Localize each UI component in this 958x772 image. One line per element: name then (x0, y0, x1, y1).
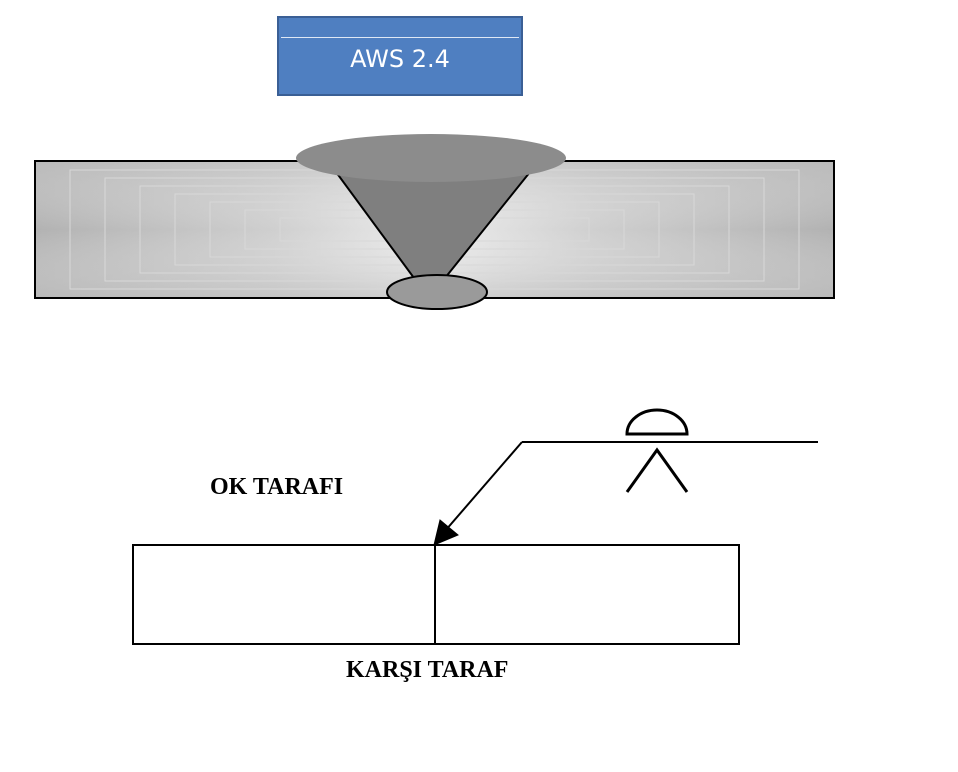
other-side-label: KARŞI TARAF (346, 657, 509, 683)
arrow-line (444, 441, 523, 532)
aws-title-label: AWS 2.4 (350, 45, 450, 73)
weld-symbol (433, 408, 818, 546)
weld-root (386, 274, 488, 310)
convex-contour-icon (625, 408, 689, 436)
v-groove-icon (625, 447, 689, 493)
aws-title-box: AWS 2.4 (277, 16, 523, 96)
left-plate (132, 544, 436, 645)
butt-joint (132, 544, 740, 645)
weld-reinforcement (296, 134, 566, 182)
title-box-rule (281, 37, 519, 38)
right-plate (434, 544, 740, 645)
arrow-side-label: OK TARAFI (210, 474, 344, 500)
arrow-head-icon (433, 519, 459, 546)
weld-cross-section (34, 134, 835, 310)
